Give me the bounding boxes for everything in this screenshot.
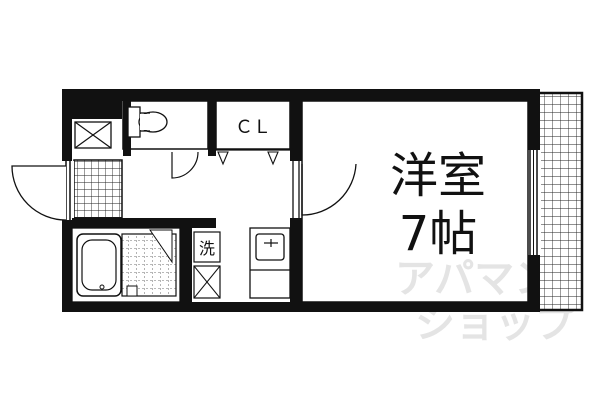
- closet-label: ＣＬ: [235, 117, 271, 138]
- western-room: 洋室 7帖: [301, 100, 529, 303]
- entrance-door: [11, 161, 74, 221]
- kitchen: [249, 227, 291, 299]
- western-room-label: 洋室: [390, 148, 486, 204]
- washer-space: 洗: [193, 231, 221, 299]
- closet: ＣＬ: [215, 100, 300, 166]
- western-room-size: 7帖: [399, 206, 478, 262]
- balcony: [536, 91, 584, 312]
- room-door: [290, 161, 357, 218]
- balcony-window: [527, 150, 541, 255]
- washer-label: 洗: [199, 239, 215, 258]
- bathroom: [71, 227, 181, 303]
- entrance-tiles: [73, 159, 123, 219]
- pipe-space: [74, 121, 112, 149]
- toilet-room: [122, 100, 216, 179]
- interior-walls: [72, 101, 302, 312]
- sink-icon: [255, 233, 285, 261]
